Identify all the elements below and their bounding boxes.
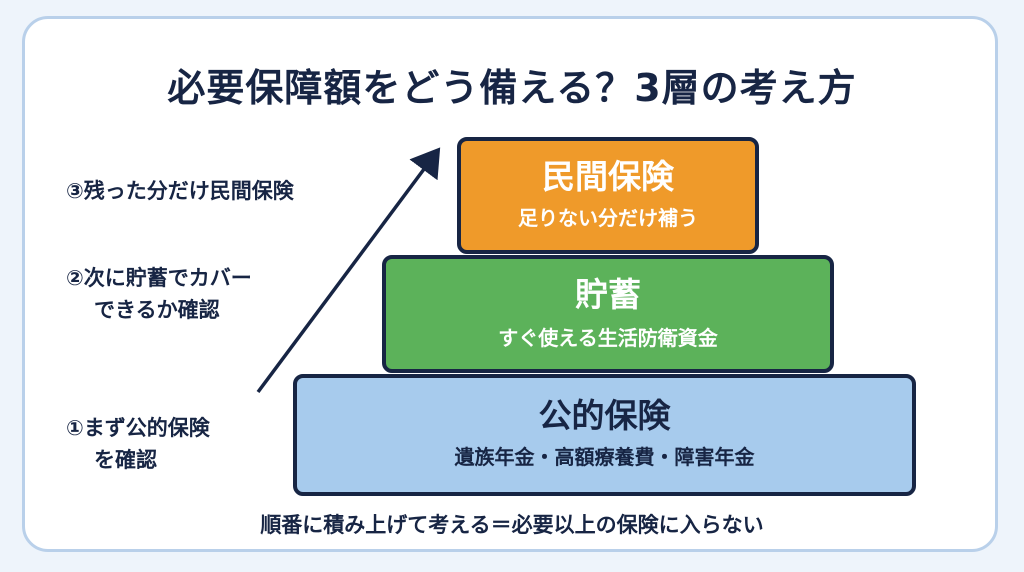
step-3-label: ③残った分だけ民間保険 bbox=[66, 175, 294, 207]
layer-private-insurance: 民間保険 足りない分だけ補う bbox=[457, 137, 759, 254]
footer-note: 順番に積み上げて考える＝必要以上の保険に入らない bbox=[260, 513, 764, 537]
step-3-text: ③残った分だけ民間保険 bbox=[66, 179, 294, 203]
page-title: 必要保障額をどう備える？3層の考え方 bbox=[167, 66, 857, 110]
step-1-text-line1: ①まず公的保険 bbox=[66, 416, 210, 440]
step-1-text-line2: を確認 bbox=[94, 448, 157, 472]
layer-private-insurance-desc: 足りない分だけ補う bbox=[518, 206, 698, 230]
layer-savings: 貯蓄 すぐ使える生活防衛資金 bbox=[382, 255, 834, 373]
step-2-text-line2: できるか確認 bbox=[94, 298, 220, 322]
step-2-label: ②次に貯蓄でカバー できるか確認 bbox=[66, 262, 252, 326]
layer-public-insurance-desc: 遺族年金・高額療養費・障害年金 bbox=[454, 445, 755, 469]
layer-savings-desc: すぐ使える生活防衛資金 bbox=[498, 326, 718, 350]
layer-private-insurance-title: 民間保険 bbox=[542, 157, 674, 196]
layer-public-insurance: 公的保険 遺族年金・高額療養費・障害年金 bbox=[293, 374, 916, 496]
step-2-text-line1: ②次に貯蓄でカバー bbox=[66, 266, 252, 290]
layer-savings-title: 貯蓄 bbox=[575, 275, 641, 314]
step-1-label: ①まず公的保険 を確認 bbox=[66, 412, 210, 476]
layer-public-insurance-title: 公的保険 bbox=[538, 396, 671, 435]
